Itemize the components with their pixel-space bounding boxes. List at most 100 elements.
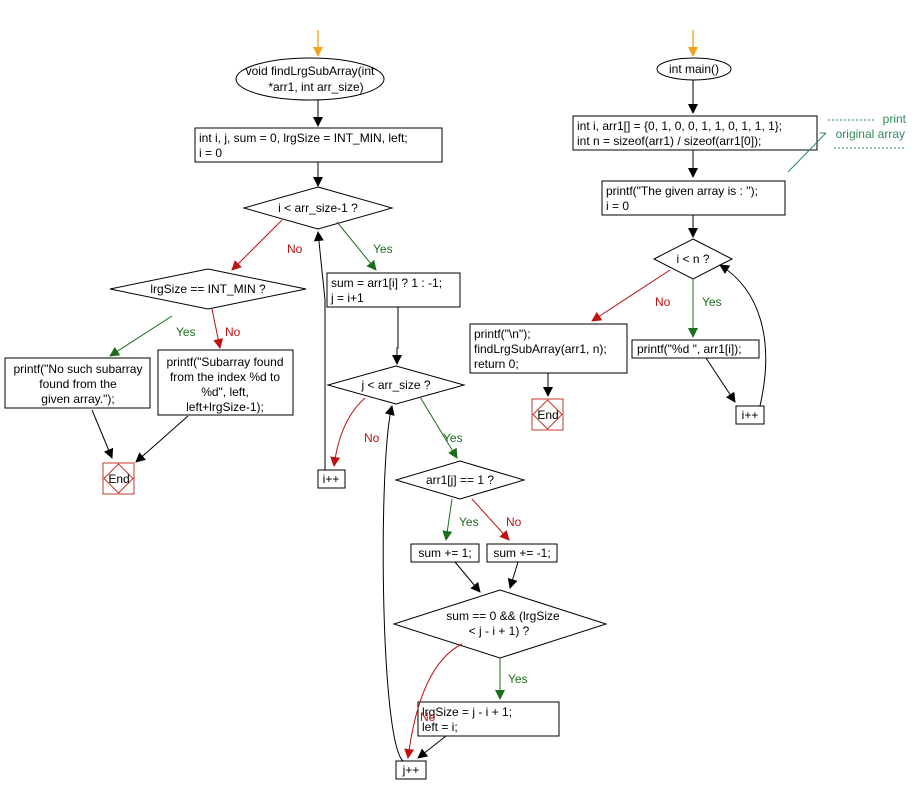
sum-init-line1: sum = arr1[i] ? 1 : -1; <box>331 276 442 290</box>
main-flow: int main() int i, arr1[] = {0, 1, 0, 0, … <box>469 30 907 431</box>
main-start-node <box>656 57 732 81</box>
i-inc-box-left <box>317 469 346 489</box>
yes-arrow <box>442 498 453 541</box>
arrow <box>392 307 402 365</box>
middle-flow: Yes sum = arr1[i] ? 1 : -1; j = i+1 j < … <box>313 221 608 780</box>
func-start-line1: void findLrgSubArray(int <box>246 64 375 78</box>
print-given-line2: i = 0 <box>606 199 629 213</box>
end-diamond-left <box>103 463 134 494</box>
yes-label: Yes <box>702 295 722 309</box>
call-line1: printf("\n"); <box>474 327 531 341</box>
decl-line1: int i, arr1[] = {0, 1, 0, 0, 1, 1, 0, 1,… <box>577 119 782 133</box>
cond-i-diamond <box>242 186 394 230</box>
main-start-text: int main() <box>669 62 719 76</box>
cond-arr-diamond <box>394 460 526 500</box>
print-none-line3: given array."); <box>41 392 114 406</box>
yes-label: Yes <box>373 242 393 256</box>
update-box <box>417 701 560 737</box>
arrow <box>91 409 114 459</box>
note-line1: print <box>883 112 907 126</box>
yes-label: Yes <box>459 515 479 529</box>
loop-arrow <box>313 231 326 470</box>
end-node-main <box>531 398 564 431</box>
print-elem-text: printf("%d ", arr1[i]); <box>637 342 742 356</box>
sum-init-box <box>326 272 461 308</box>
sum-minus-box <box>486 543 558 563</box>
print-found-line2: from the index %d to <box>170 370 280 384</box>
note-connector <box>787 132 827 173</box>
left-flow: void findLrgSubArray(int *arr1, int arr_… <box>4 30 443 495</box>
update-line1: lrgSize = j - i + 1; <box>422 705 512 719</box>
print-found-line3: %d", left, <box>201 385 249 399</box>
yes-arrow <box>419 396 458 459</box>
print-given-line1: printf("The given array is : "); <box>606 184 758 198</box>
init-line1: int i, j, sum = 0, lrgSize = INT_MIN, le… <box>199 131 408 145</box>
print-found-line4: left+lrgSize-1); <box>186 400 264 414</box>
sum-plus-box <box>410 543 480 563</box>
cond-sum-line2: < j - i + 1) ? <box>469 624 530 638</box>
cond-sum-line1: sum == 0 && (lrgSize <box>446 609 560 623</box>
no-label: No <box>364 431 380 445</box>
decl-line2: int n = sizeof(arr1) / sizeof(arr1[0]); <box>577 134 761 148</box>
no-arrow <box>471 498 510 541</box>
no-arrow <box>231 219 283 271</box>
no-label: No <box>506 515 522 529</box>
yes-label: Yes <box>443 431 463 445</box>
loop-arrow <box>382 405 404 762</box>
print-none-box <box>4 357 151 409</box>
i-inc-box-main <box>735 405 765 425</box>
arrow <box>705 357 736 403</box>
decl-box <box>572 115 818 151</box>
j-inc-text: j++ <box>402 763 420 777</box>
arrow <box>135 415 189 463</box>
call-line2: findLrgSubArray(arr1, n); <box>474 342 607 356</box>
print-elem-box <box>631 339 760 359</box>
loop-arrow <box>719 264 767 407</box>
print-found-box <box>157 349 294 416</box>
no-arrow <box>330 397 366 467</box>
cond-j-diamond <box>326 365 466 405</box>
no-label: No <box>655 295 671 309</box>
cond-lrg-text: lrgSize == INT_MIN ? <box>150 282 266 296</box>
no-arrow <box>211 308 224 349</box>
yes-arrow <box>336 221 377 271</box>
cond-arr-text: arr1[j] == 1 ? <box>426 473 494 487</box>
end-text-main: End <box>537 408 558 422</box>
arrow <box>417 735 447 759</box>
func-start-node <box>235 57 385 101</box>
note-line2: original array <box>836 127 905 141</box>
arrow <box>507 561 519 589</box>
yes-arrow <box>109 315 173 357</box>
i-inc-text-main: i++ <box>742 408 759 422</box>
i-inc-text-left: i++ <box>323 472 340 486</box>
no-label: No <box>420 710 436 724</box>
call-line3: return 0; <box>474 357 519 371</box>
cond-n-text: i < n ? <box>676 252 709 266</box>
cond-i-text: i < arr_size-1 ? <box>278 201 358 215</box>
no-arrow <box>404 643 463 759</box>
cond-lrg-diamond <box>109 268 307 310</box>
sum-minus-text: sum += -1; <box>493 546 550 560</box>
func-start-line2: *arr1, int arr_size) <box>268 80 363 94</box>
print-given-box <box>601 180 786 216</box>
cond-j-text: j < arr_size ? <box>360 378 430 392</box>
init-line2: i = 0 <box>199 146 222 160</box>
print-none-line1: printf("No such subarray <box>14 362 143 376</box>
no-label: No <box>287 242 303 256</box>
print-found-line1: printf("Subarray found <box>167 355 284 369</box>
yes-label: Yes <box>508 672 528 686</box>
update-line2: left = i; <box>422 720 458 734</box>
arrow <box>454 561 481 593</box>
end-diamond-main <box>532 399 563 430</box>
j-inc-box <box>395 760 427 780</box>
end-node-left <box>102 462 135 495</box>
no-label: No <box>225 325 241 339</box>
end-text-left: End <box>108 472 129 486</box>
print-none-line2: found from the <box>39 377 117 391</box>
sum-init-line2: j = i+1 <box>330 291 364 305</box>
sum-plus-text: sum += 1; <box>418 546 471 560</box>
yes-label: Yes <box>176 325 196 339</box>
init-box <box>194 127 443 163</box>
no-arrow <box>591 269 671 322</box>
